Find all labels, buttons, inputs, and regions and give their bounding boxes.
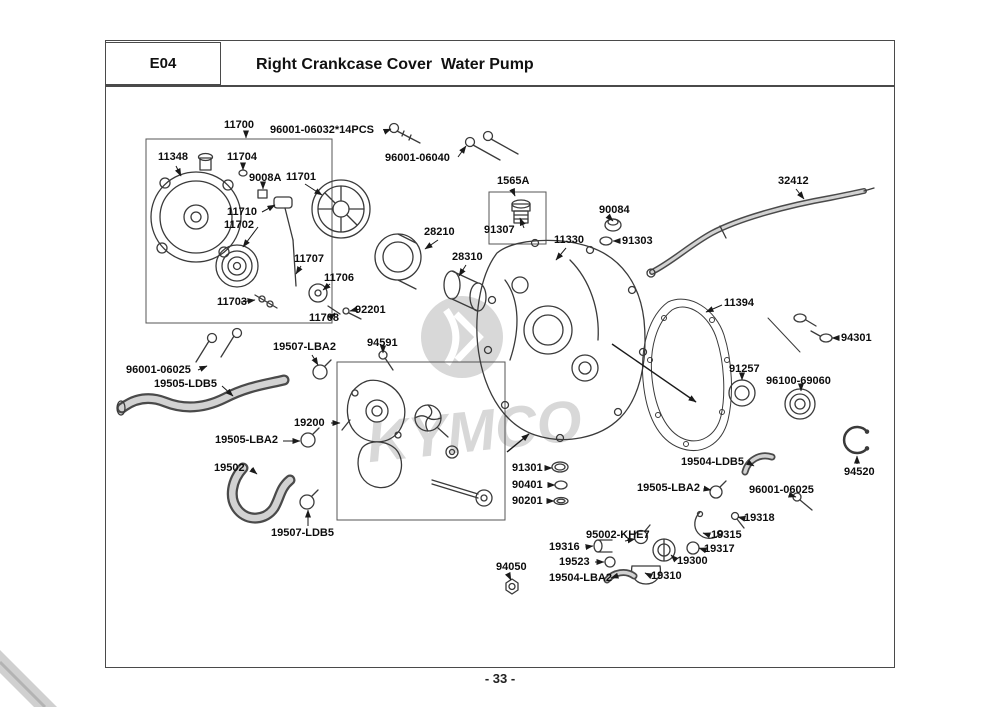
header-code-box: E04 xyxy=(105,42,221,85)
page-title: Right Crankcase Cover Water Pump xyxy=(256,56,534,73)
header-divider xyxy=(105,85,895,87)
page-border xyxy=(105,40,895,668)
brand-watermark: KYMCO xyxy=(363,296,585,475)
gasket-drawing xyxy=(641,298,732,451)
drain-plug-drawing xyxy=(511,199,531,224)
left-bolts-drawing xyxy=(195,327,394,371)
small-seals-drawing xyxy=(551,461,569,506)
pointer-arrows xyxy=(506,343,697,453)
water-hose-32412-drawing xyxy=(646,187,875,278)
top-bolts-drawing xyxy=(388,122,519,161)
bolts-94301-drawing xyxy=(767,313,833,353)
thermostat-group-drawing xyxy=(593,510,745,585)
water-seal-drawing xyxy=(374,233,487,312)
hose-clamps-drawing xyxy=(299,359,332,510)
nut-94050-drawing xyxy=(505,578,519,595)
leader-lines xyxy=(174,128,860,581)
circlip-drawing xyxy=(842,425,870,455)
left-hoses-drawing xyxy=(116,374,296,524)
corner-ribbon xyxy=(0,650,57,707)
water-pump-drawing xyxy=(341,379,493,507)
right-hose-clamp-bolt-drawing xyxy=(709,452,813,511)
cover-assembly-drawing xyxy=(150,152,371,320)
crankcase-cover-drawing xyxy=(476,238,648,443)
bearings-drawing xyxy=(728,379,816,420)
page-number: - 33 - xyxy=(484,671,516,686)
watermark-text: KYMCO xyxy=(363,388,585,475)
section-code: E04 xyxy=(149,55,177,72)
